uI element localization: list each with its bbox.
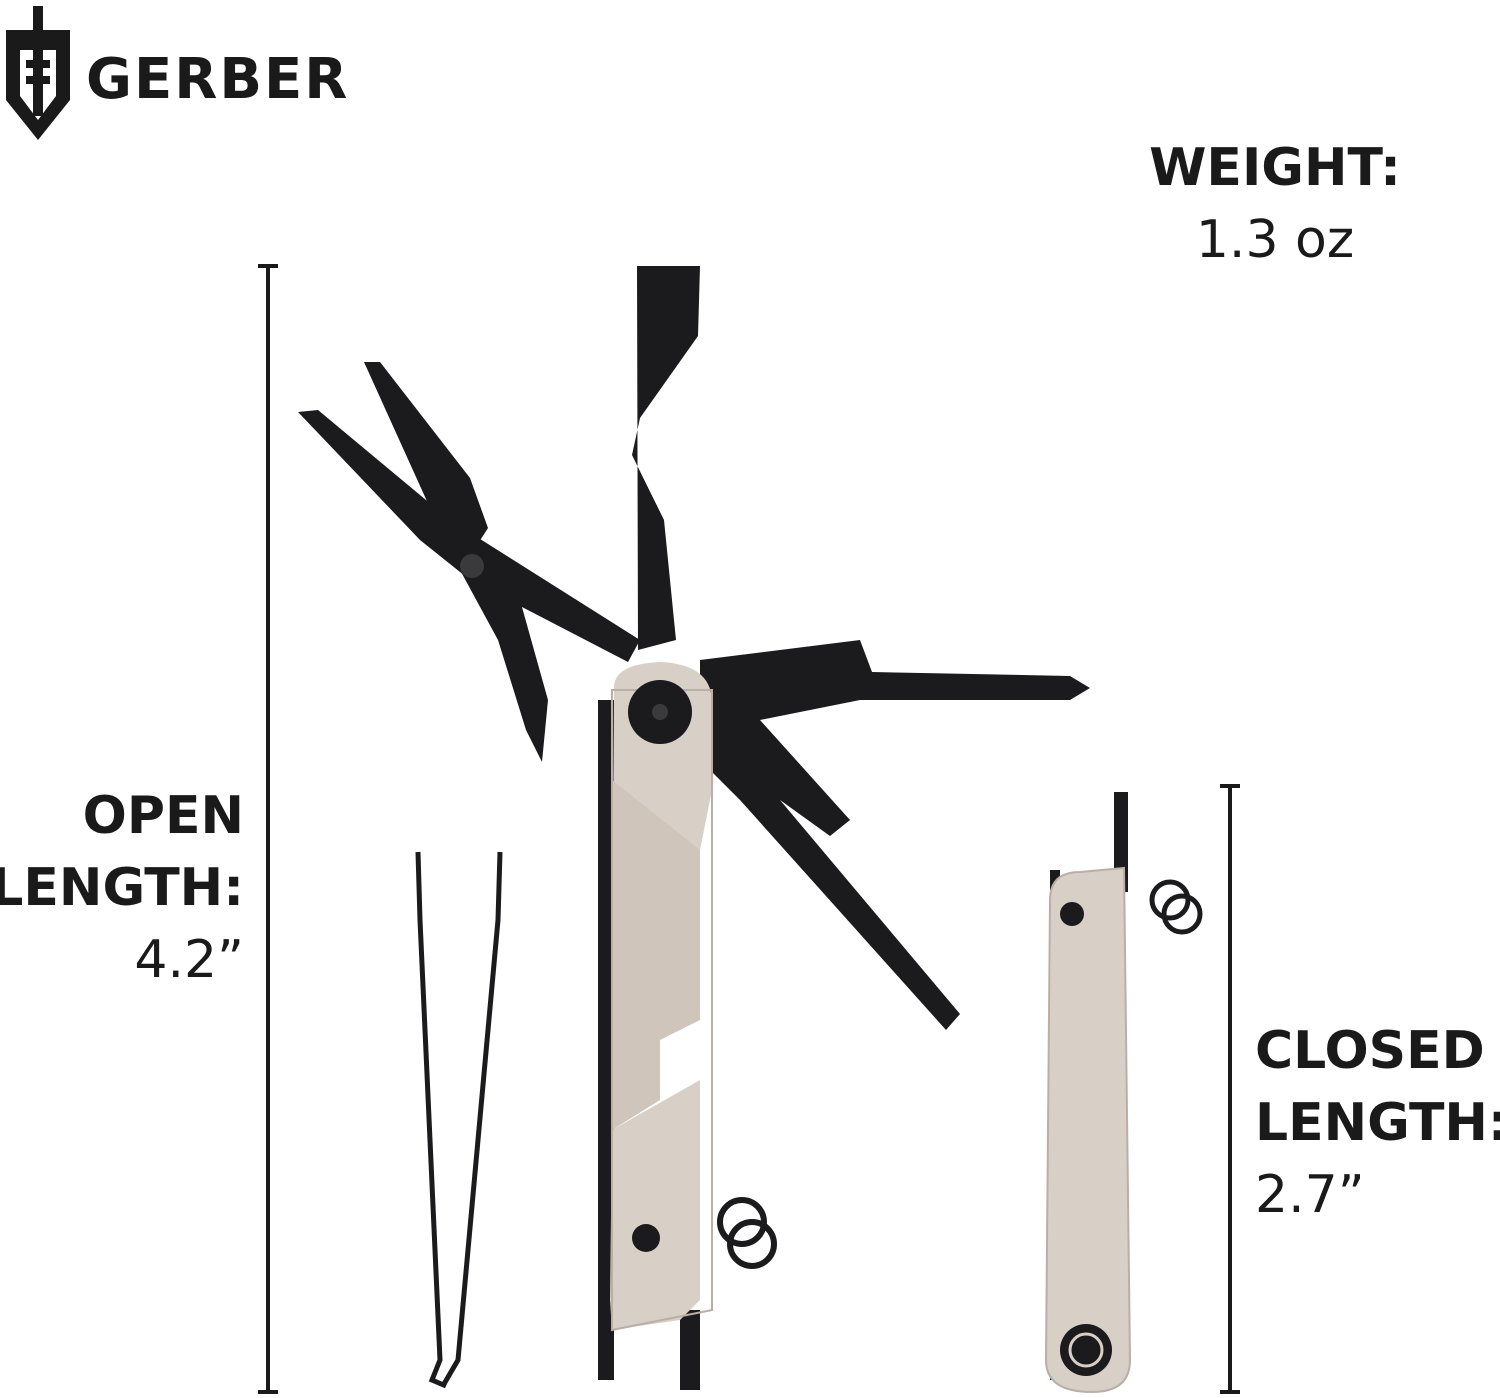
weight-spec: WEIGHT: 1.3 oz <box>1140 132 1410 276</box>
closed-length-value: 2.7” <box>1255 1165 1365 1225</box>
gerber-logo-icon <box>6 6 70 140</box>
open-length-dimension-line <box>258 264 278 1394</box>
closed-length-dimension-line <box>1220 784 1240 1394</box>
open-length-label-1: OPEN <box>82 786 244 846</box>
closed-length-spec: CLOSED LENGTH: 2.7” <box>1255 1015 1500 1231</box>
open-tool-blades <box>298 266 1090 1390</box>
closed-length-label-2: LENGTH: <box>1255 1093 1500 1153</box>
brand-wordmark: GERBER <box>86 47 350 112</box>
open-length-value: 4.2” <box>134 930 244 990</box>
open-tool-handle <box>610 662 777 1332</box>
closed-tool <box>1044 792 1203 1394</box>
weight-value: 1.3 oz <box>1195 210 1355 270</box>
open-length-label-2: LENGTH: <box>0 858 244 918</box>
tweezers <box>415 851 503 1389</box>
open-length-spec: OPEN LENGTH: 4.2” <box>0 780 244 996</box>
closed-length-label-1: CLOSED <box>1255 1021 1485 1081</box>
weight-label: WEIGHT: <box>1149 138 1401 198</box>
